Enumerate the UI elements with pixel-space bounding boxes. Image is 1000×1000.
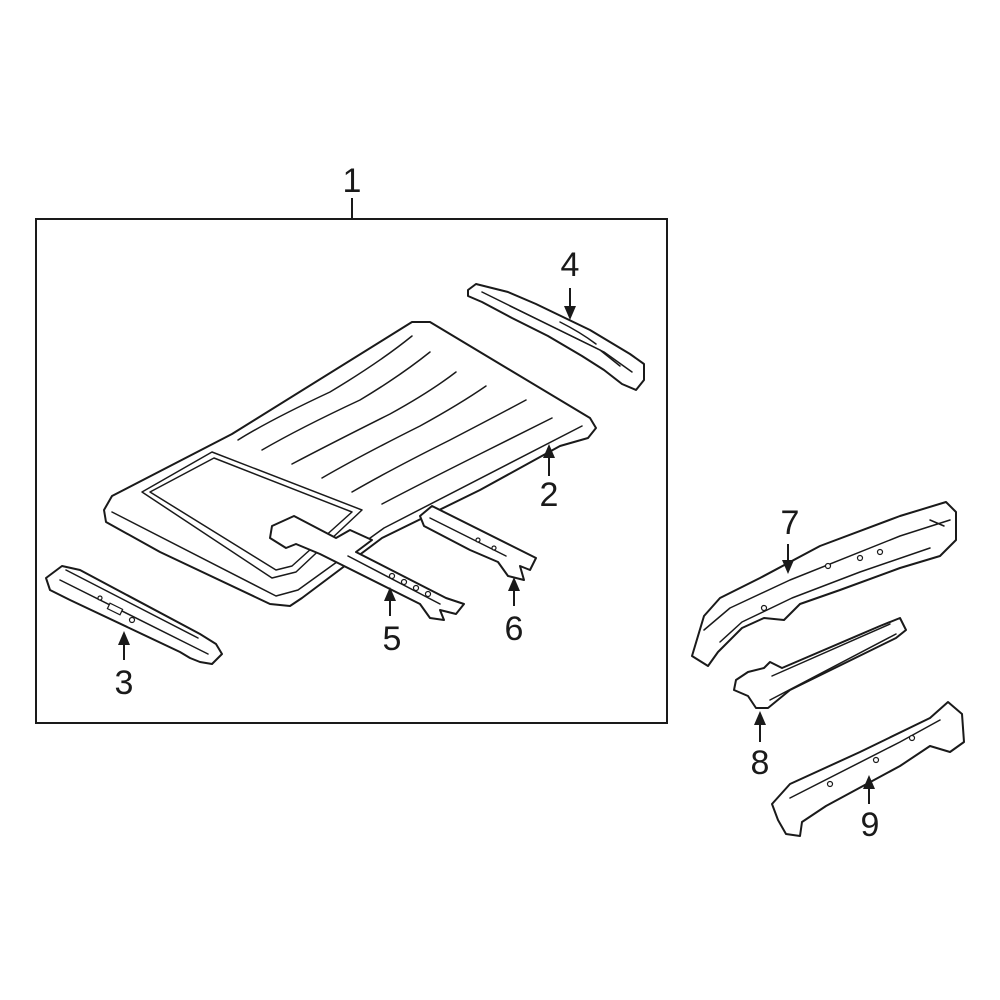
- callout-7: 7: [781, 504, 800, 542]
- roof-panel[interactable]: [103, 321, 597, 607]
- arrowhead-9: [863, 775, 875, 789]
- roof-rail-reinforcement[interactable]: [771, 701, 965, 837]
- callout-9: 9: [861, 806, 880, 844]
- callout-8: 8: [751, 744, 770, 782]
- arrowhead-7: [782, 560, 794, 574]
- callout-6: 6: [505, 610, 524, 648]
- callout-5: 5: [383, 620, 402, 658]
- callout-1: 1: [343, 162, 362, 200]
- arrowhead-2: [543, 444, 555, 458]
- front-header[interactable]: [45, 565, 223, 665]
- roof-bow-center[interactable]: [269, 515, 465, 621]
- roof-side-rail[interactable]: [691, 501, 957, 667]
- assembly-group-frame: [35, 198, 668, 724]
- roof-bow-rear[interactable]: [419, 505, 537, 581]
- callout-4: 4: [561, 246, 580, 284]
- arrowhead-4: [564, 306, 576, 320]
- arrowhead-5: [384, 587, 396, 601]
- arrowhead-8: [754, 711, 766, 725]
- arrowhead-3: [118, 631, 130, 645]
- rear-header[interactable]: [467, 283, 645, 391]
- leader-lines: [118, 288, 875, 804]
- arrowhead-6: [508, 577, 520, 591]
- inner-roof-rail[interactable]: [733, 617, 907, 709]
- callout-labels: 1 2 3 4 5 6 7 8 9: [115, 162, 880, 844]
- callout-2: 2: [540, 476, 559, 514]
- callout-3: 3: [115, 664, 134, 702]
